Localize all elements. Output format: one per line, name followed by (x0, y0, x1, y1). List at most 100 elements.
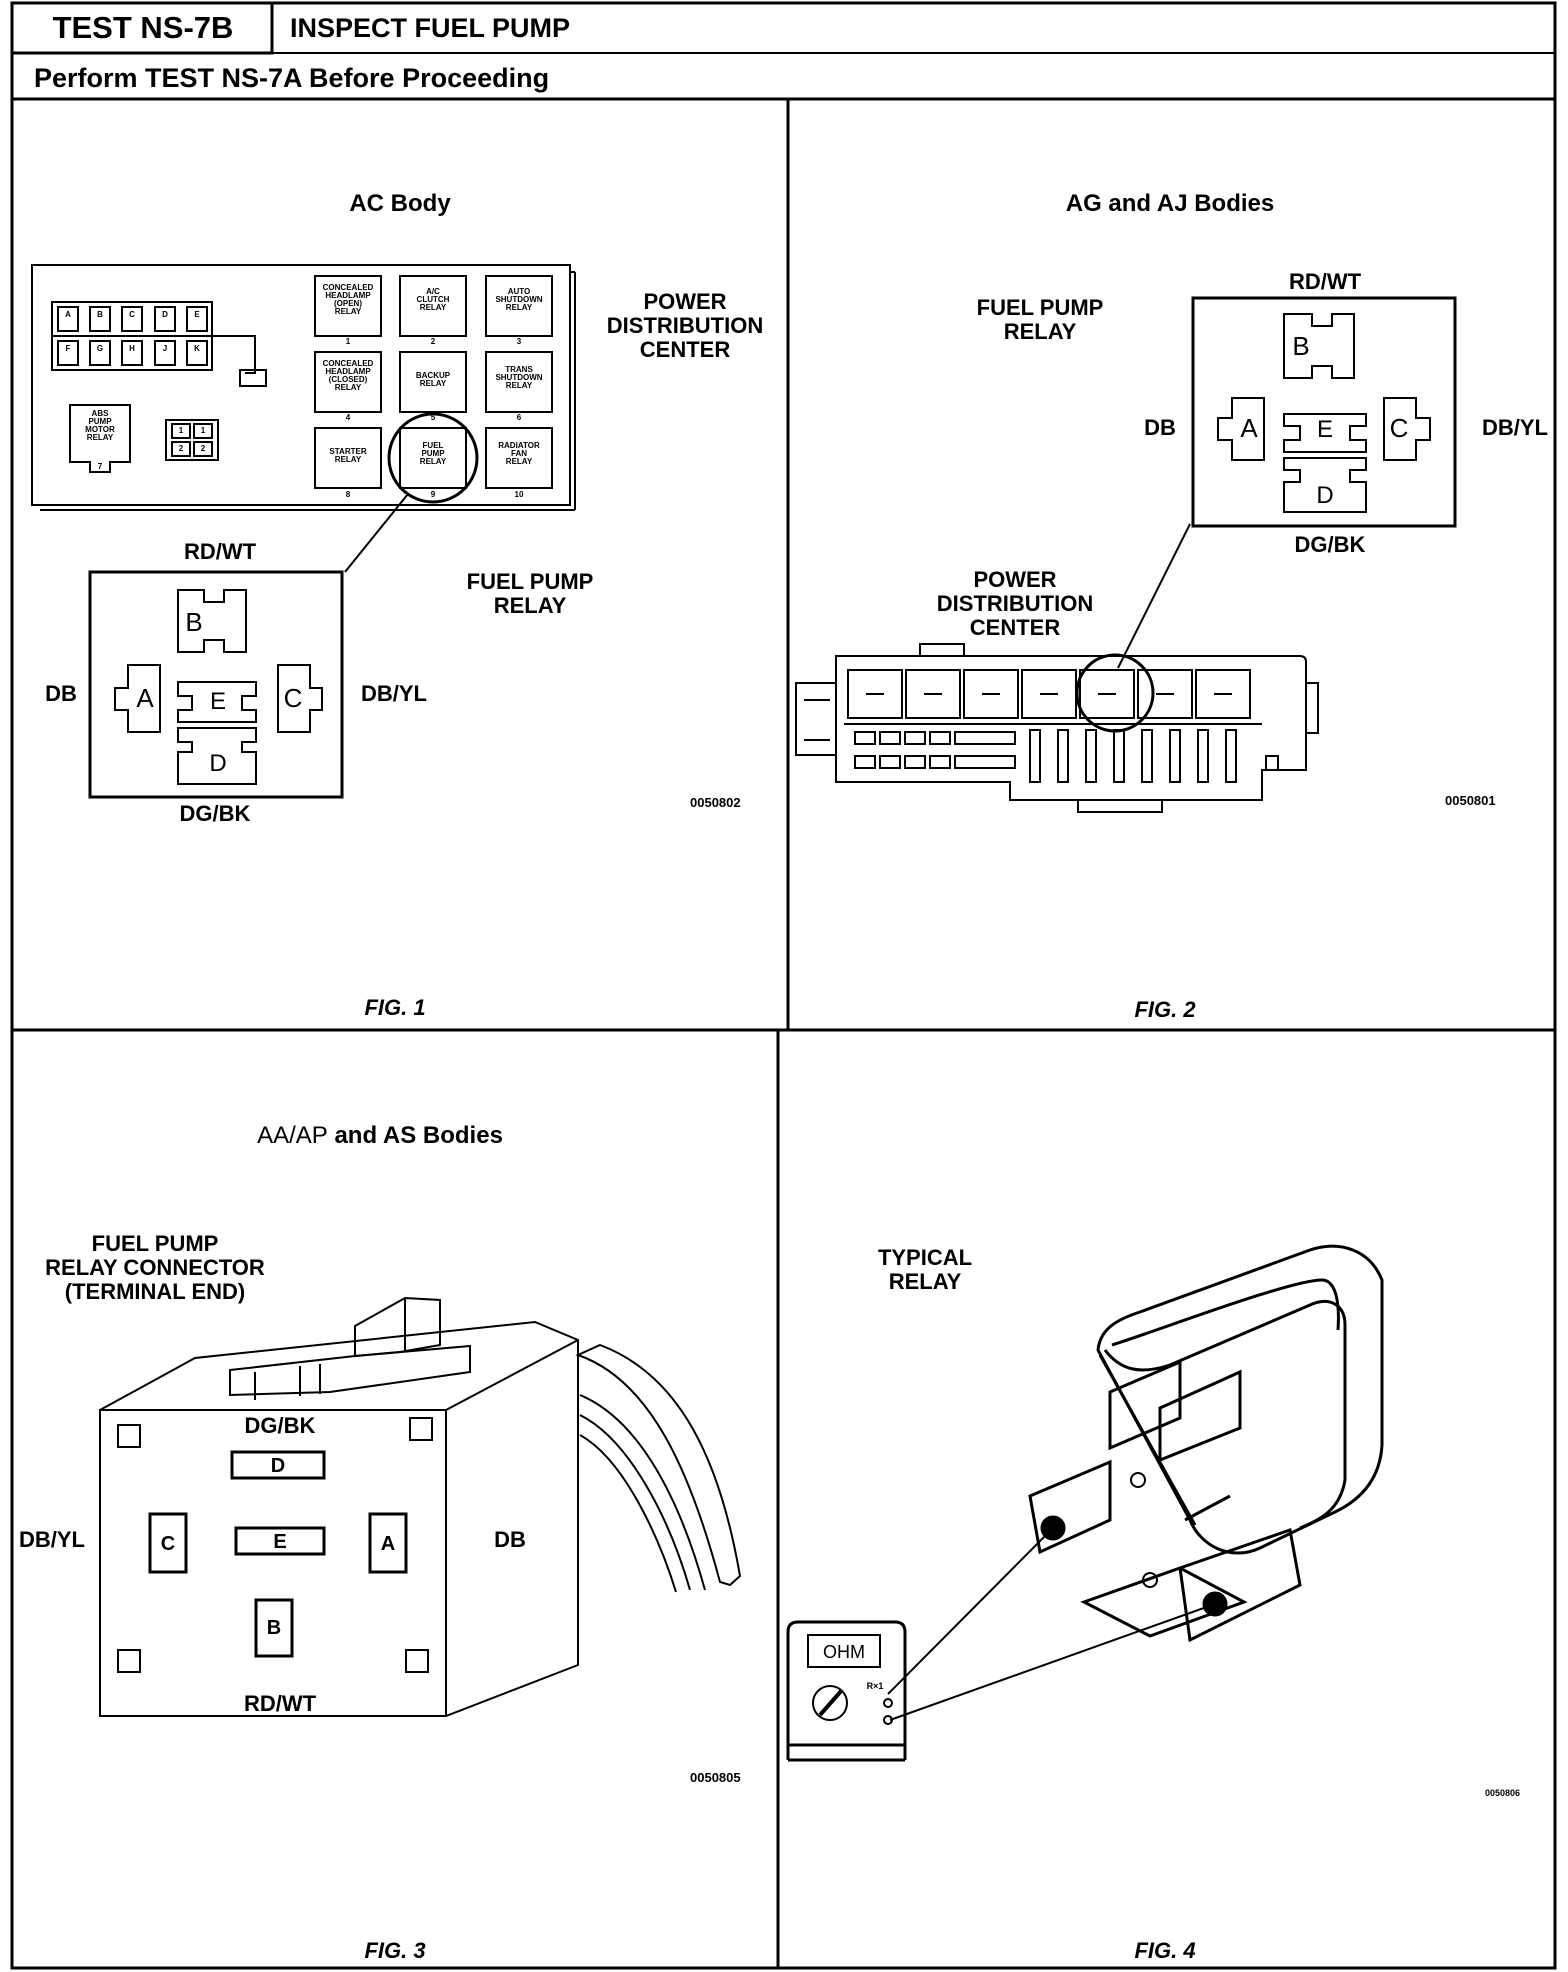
fig4-caption: FIG. 4 (1134, 1938, 1196, 1963)
fig1-terminal-e: E (209, 688, 226, 715)
fig3-connector-label: FUEL PUMP RELAY CONNECTOR (TERMINAL END) (45, 1231, 265, 1304)
relay-label: BACKUP RELAY (415, 371, 451, 388)
fig2-relay-label: FUEL PUMP RELAY (976, 295, 1104, 344)
fig3-wire-bottom: RD/WT (243, 1691, 317, 1716)
test-lead-1 (887, 1527, 1054, 1695)
fuse-label: A (65, 310, 71, 319)
fig2-terminal-a: A (1240, 413, 1258, 443)
fuse-label: E (194, 310, 200, 319)
relay-grid-ac (314, 275, 553, 489)
relay-number: 6 (516, 413, 522, 422)
relay-socket-ac (88, 570, 344, 799)
relay-number: 5 (430, 413, 436, 422)
fig1-wire-left: DB (45, 681, 77, 706)
fuel-pump-relay-highlight-ag (1075, 653, 1155, 733)
relay-number: 2 (430, 337, 436, 346)
fuse-label: J (162, 344, 168, 353)
fig1-pdc-label: POWER DISTRIBUTION CENTER (606, 289, 764, 362)
fuse-block-ac (51, 301, 267, 387)
fig2-terminal-d: D (1316, 482, 1334, 509)
terminal-shapes-ag (1217, 313, 1431, 513)
connector-corner-marks (117, 1417, 433, 1673)
small-fuse-label: 1 (178, 426, 184, 435)
test-id: TEST NS-7B (52, 10, 234, 45)
abs-relay-label: ABS PUMP MOTOR RELAY (85, 409, 115, 442)
ohmmeter-display-label: OHM (823, 1642, 865, 1662)
fuse-label: C (129, 310, 135, 319)
relay-number: 4 (345, 413, 351, 422)
fig2-pdc-label: POWER DISTRIBUTION CENTER (936, 567, 1094, 640)
fuse-label: H (129, 344, 135, 353)
fig3-wire-left: DB/YL (19, 1527, 85, 1552)
small-fuse-label: 2 (178, 444, 184, 453)
relay-label: TRANS SHUTDOWN RELAY (495, 365, 543, 390)
terminal-b-shape-ag (1283, 313, 1355, 379)
fig2-wire-left: DB (1144, 415, 1176, 440)
fuse-label: B (97, 310, 103, 319)
connector-body (99, 1320, 742, 1717)
ohmmeter-scale-label: R×1 (866, 1681, 884, 1691)
fig1-relay-label: FUEL PUMP RELAY (466, 569, 594, 618)
relay-label: AUTO SHUTDOWN RELAY (495, 287, 543, 312)
terminal-d-shape (177, 727, 257, 785)
prerequisite-note: Perform TEST NS-7A Before Proceeding (34, 63, 550, 93)
fig1-wire-top: RD/WT (183, 539, 257, 564)
fig3-wire-top: DG/BK (244, 1413, 316, 1438)
relay-label: STARTER RELAY (329, 447, 367, 464)
fig4-relay-label: TYPICAL RELAY (877, 1245, 973, 1294)
terminal-hole-1 (1130, 1472, 1146, 1488)
relay-number: 9 (430, 490, 436, 499)
fig2-code: 0050801 (1445, 793, 1496, 808)
fig3-terminal-e: E (273, 1531, 287, 1553)
callout-line-ac (344, 493, 409, 573)
page-frame (10, 1, 1557, 1970)
terminal-e-shape (177, 681, 257, 723)
relay-number: 1 (345, 337, 351, 346)
relay-label: A/C CLUTCH RELAY (416, 287, 450, 312)
pdc-relay-slots-ag (847, 669, 1251, 719)
pdc-panel-ac (31, 264, 576, 511)
fig3-title-models: AA/AP (257, 1122, 328, 1149)
fig2-caption: FIG. 2 (1134, 997, 1196, 1022)
relay-label: CONCEALED HEADLAMP (OPEN) RELAY (322, 283, 374, 316)
terminal-b-shape (177, 589, 247, 653)
pdc-fuses-ag (854, 729, 1237, 783)
test-lead-2 (889, 1603, 1216, 1721)
fig3-code: 0050805 (690, 1770, 741, 1785)
small-fuse-label: 2 (200, 444, 206, 453)
relay-number: 10 (514, 490, 524, 499)
abs-relay-number: 7 (97, 462, 103, 471)
terminal-shapes-ac (114, 589, 323, 785)
fig3-terminal-c: C (160, 1533, 176, 1555)
fig1-terminal-b: B (185, 607, 203, 637)
relay-label: CONCEALED HEADLAMP (CLOSED) RELAY (322, 359, 374, 392)
fig3-title-rest: and AS Bodies (327, 1122, 503, 1149)
terminal-c-shape-ag (1383, 397, 1431, 461)
fig3-terminal-d: D (270, 1455, 286, 1477)
connector-terminal-boxes (148, 1450, 408, 1658)
relay-number: 8 (345, 490, 351, 499)
fuse-label: G (96, 344, 104, 353)
relay-number: 3 (516, 337, 522, 346)
fig1-terminal-c: C (283, 683, 303, 713)
terminal-hole-2 (1142, 1572, 1158, 1588)
fig3-caption: FIG. 3 (364, 1938, 426, 1963)
fig4-code: 0050806 (1485, 1788, 1521, 1798)
pdc-housing-ag (795, 643, 1319, 813)
relay-terminals (1028, 1359, 1302, 1643)
fig1-wire-bottom: DG/BK (179, 801, 251, 826)
fig1-code: 0050802 (690, 795, 741, 810)
terminal-a-shape-ag (1217, 397, 1265, 461)
fig2-wire-bottom: DG/BK (1294, 532, 1366, 557)
callout-line-ag (1117, 523, 1191, 669)
fig1-wire-right: DB/YL (361, 681, 427, 706)
fig1-caption: FIG. 1 (364, 995, 426, 1020)
small-fuse-label: 1 (200, 426, 206, 435)
fig1-terminal-d: D (209, 750, 227, 777)
ohmmeter (786, 1620, 907, 1762)
fuel-pump-relay-highlight-ac (387, 412, 479, 504)
fuse-label: D (162, 310, 168, 319)
terminal-e-shape-ag (1283, 413, 1367, 453)
